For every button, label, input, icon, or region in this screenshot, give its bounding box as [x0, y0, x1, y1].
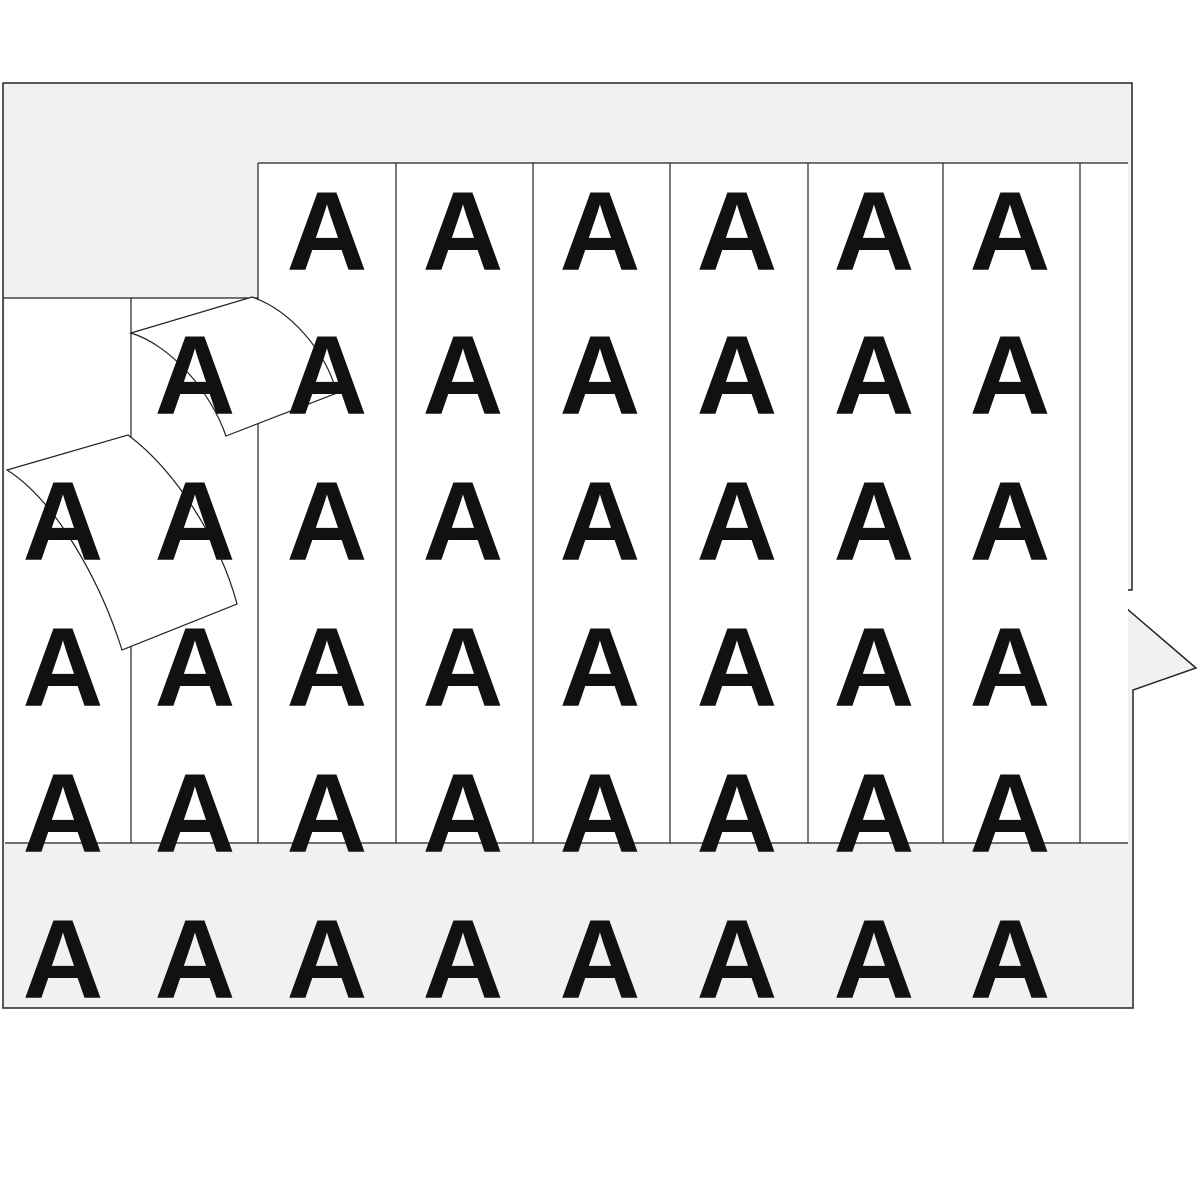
letter-label: A: [970, 897, 1051, 1022]
letter-label: A: [697, 313, 778, 438]
letter-label: A: [834, 751, 915, 876]
letter-label: A: [287, 459, 368, 584]
letter-label: A: [23, 459, 104, 584]
letter-grid: AAAAAAAAAAAAAAAAAAAAAAAAAAAAAAAAAAAAAAAA…: [23, 169, 1051, 1022]
peeled-label-lower: [5, 434, 238, 651]
letter-label: A: [970, 751, 1051, 876]
letter-label: A: [834, 605, 915, 730]
letter-label: A: [560, 751, 641, 876]
letter-label: A: [155, 313, 236, 438]
letter-label: A: [155, 897, 236, 1022]
letter-label: A: [560, 459, 641, 584]
letter-label: A: [423, 313, 504, 438]
letter-label: A: [423, 605, 504, 730]
letter-label: A: [287, 751, 368, 876]
letter-label: A: [423, 169, 504, 294]
letter-label: A: [560, 897, 641, 1022]
letter-label: A: [287, 897, 368, 1022]
letter-label: A: [834, 313, 915, 438]
letter-label: A: [834, 897, 915, 1022]
peeled-label-upper: [128, 296, 338, 437]
letter-label: A: [834, 459, 915, 584]
column-dividers: [3, 162, 1128, 844]
letter-label: A: [423, 897, 504, 1022]
letter-label: A: [287, 313, 368, 438]
letter-label: A: [697, 459, 778, 584]
letter-label: A: [834, 169, 915, 294]
letter-label: A: [155, 459, 236, 584]
letter-label: A: [287, 605, 368, 730]
letter-label: A: [970, 459, 1051, 584]
letter-label: A: [23, 751, 104, 876]
letter-label: A: [697, 751, 778, 876]
letter-label: A: [560, 169, 641, 294]
letter-label: A: [697, 897, 778, 1022]
letter-label: A: [560, 313, 641, 438]
letter-label: A: [560, 605, 641, 730]
letter-label: A: [23, 605, 104, 730]
letter-label: A: [970, 605, 1051, 730]
letter-label: A: [697, 605, 778, 730]
letter-label: A: [423, 751, 504, 876]
letter-label: A: [287, 169, 368, 294]
letter-label: A: [423, 459, 504, 584]
letter-label: A: [155, 605, 236, 730]
letter-label: A: [697, 169, 778, 294]
letter-label: A: [970, 313, 1051, 438]
letter-label: A: [155, 751, 236, 876]
letter-label: A: [970, 169, 1051, 294]
letter-label: A: [23, 897, 104, 1022]
